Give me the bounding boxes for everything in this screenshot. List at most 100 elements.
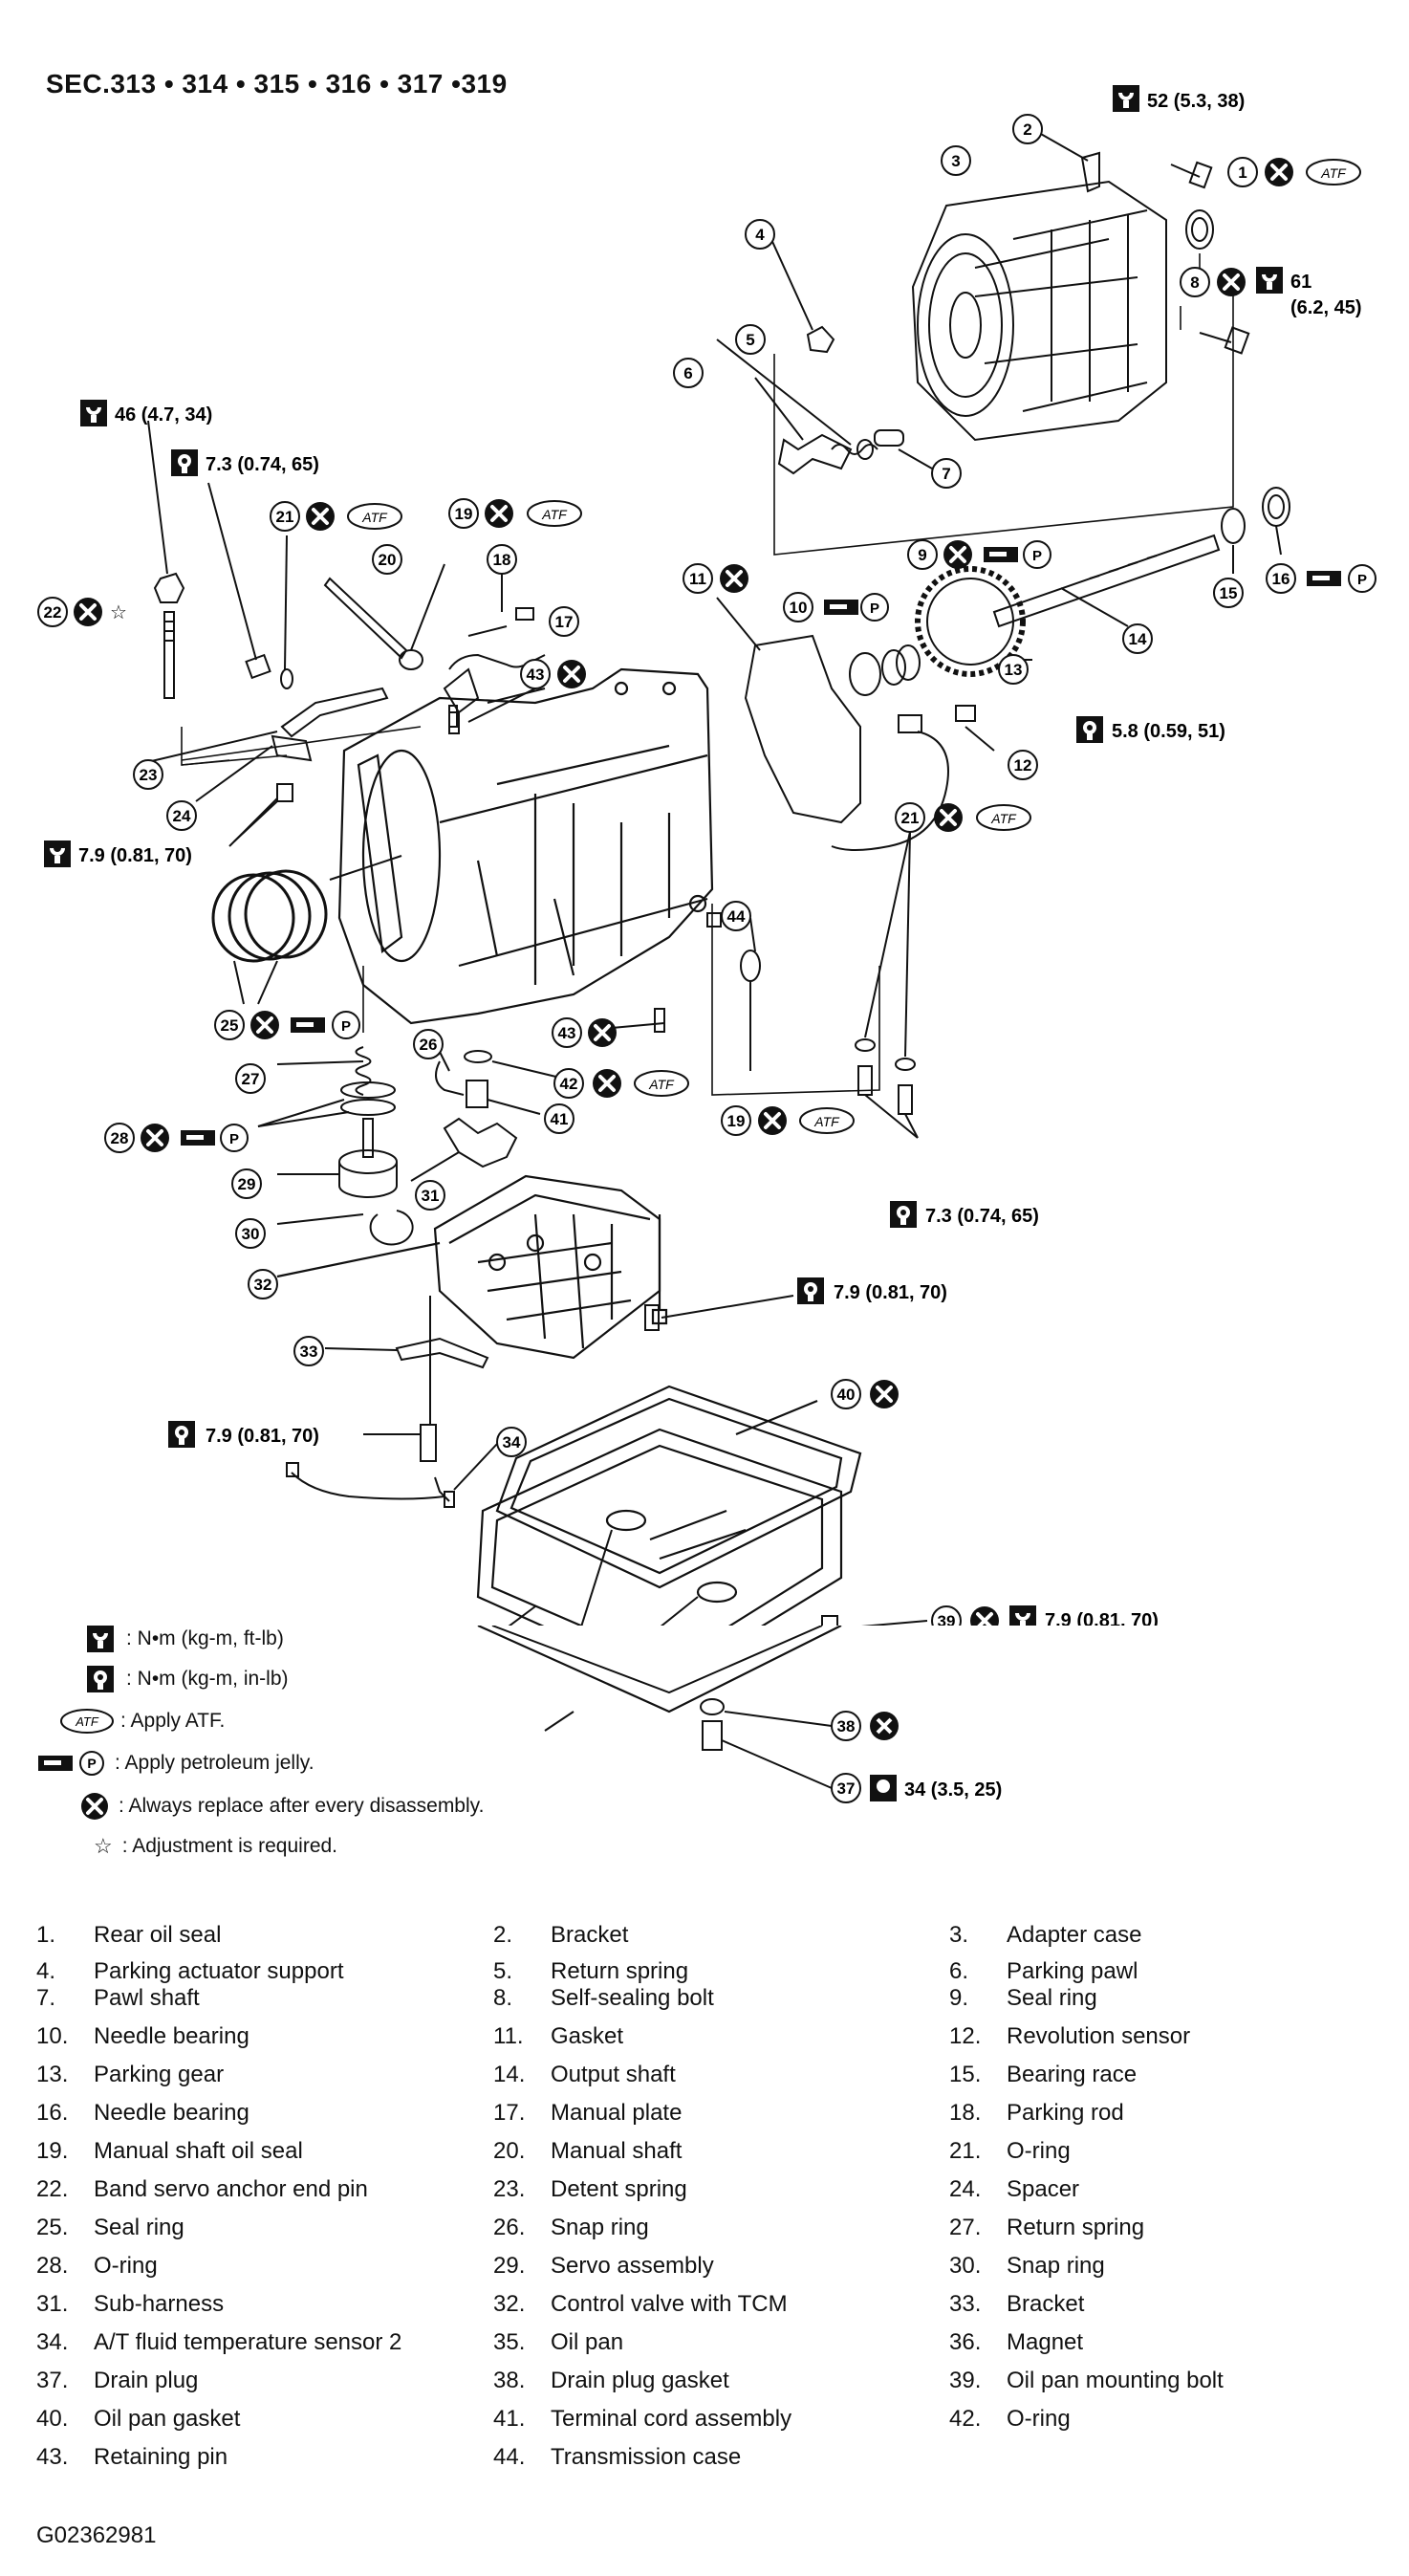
callout-4: 4 [745,219,775,250]
svg-text:P: P [1032,548,1042,564]
part-name: Oil pan [551,2329,624,2355]
svg-text:7.9 (0.81, 70): 7.9 (0.81, 70) [206,1426,319,1447]
svg-text:21: 21 [901,809,920,827]
manual-shaft-assembly [323,563,546,728]
callout-33: 33 [293,1336,324,1366]
legend-inlb-text: : N•m (kg-m, in-lb) [126,1668,289,1690]
part-name: O-ring [1007,2138,1071,2164]
part-34: 34.A/T fluid temperature sensor 2 [36,2329,401,2356]
part-name: Drain plug gasket [551,2368,729,2393]
svg-text:31: 31 [422,1187,440,1205]
svg-text:52 (5.3, 38): 52 (5.3, 38) [1147,91,1245,112]
legend-ftlb: : N•m (kg-m, ft-lb) [84,1626,284,1652]
part-27: 27.Return spring [949,2215,1144,2241]
bracket-33 [324,1296,489,1425]
part-44: 44.Transmission case [493,2444,741,2471]
lower-diagram: 38 37 34 (3.5, 25) [477,1626,1002,1803]
svg-text:21: 21 [276,508,294,526]
atf-badge-5: ATF [634,1070,689,1097]
part-name: Gasket [551,2023,624,2049]
part-31: 31.Sub-harness [36,2291,224,2318]
callout-12: 12 [1008,750,1038,780]
svg-text:28: 28 [111,1129,129,1147]
terminal-cord-assembly [434,1041,565,1115]
part-38: 38.Drain plug gasket [493,2368,729,2394]
part-number: 24. [949,2176,982,2202]
alignment-lines [181,253,1234,1096]
legend-inlb: : N•m (kg-m, in-lb) [84,1666,289,1692]
part-number: 6. [949,1958,969,1984]
part-number: 2. [493,1922,513,1948]
part-4: 4.Parking actuator support [36,1958,343,1985]
callout-27: 27 [235,1063,266,1094]
svg-text:☆: ☆ [110,602,127,623]
svg-text:61: 61 [1290,272,1311,293]
bolt-52 [1170,161,1213,189]
atf-badge-4: ATF [976,804,1031,831]
servo-stack [257,1046,414,1246]
svg-text:19: 19 [455,505,473,523]
part-number: 26. [493,2215,526,2240]
svg-text:24: 24 [173,807,191,825]
sub-harness [410,1117,518,1182]
torque-wrench-in-icon [87,1666,114,1692]
svg-text:43: 43 [527,666,545,684]
part-name: Needle bearing [94,2100,249,2126]
callout-34: 34 [496,1427,527,1457]
svg-text:23: 23 [140,766,158,784]
part-name: Self-sealing bolt [551,1985,714,2011]
callout-5: 5 [735,324,766,355]
svg-text:19: 19 [727,1112,746,1130]
part-39: 39.Oil pan mounting bolt [949,2368,1224,2394]
part-35: 35.Oil pan [493,2329,623,2356]
part-number: 11. [493,2023,524,2049]
part-name: Magnet [1007,2329,1084,2355]
svg-text:42: 42 [560,1075,578,1093]
callout-10: 10 [783,592,813,622]
transmission-case [337,667,714,1025]
callout-37: 37 [831,1773,861,1803]
part-number: 3. [949,1922,969,1948]
part-10: 10.Needle bearing [36,2023,249,2050]
svg-text:26: 26 [420,1036,438,1054]
svg-text:ATF: ATF [361,510,388,525]
part-30: 30.Snap ring [949,2253,1105,2280]
part-22: 22.Band servo anchor end pin [36,2176,368,2203]
part-number: 21. [949,2138,982,2164]
legend-replace-text: : Always replace after every disassembly… [119,1795,485,1817]
bolts-7-3-right [855,831,919,1139]
part-5: 5.Return spring [493,1958,688,1985]
part-name: O-ring [94,2253,158,2279]
svg-text:11: 11 [689,570,706,588]
svg-text:10: 10 [790,599,808,617]
part-name: Snap ring [1007,2253,1105,2279]
p-badge-1: P [860,593,889,622]
part-name: Revolution sensor [1007,2023,1191,2049]
svg-text:ATF: ATF [990,811,1017,826]
callout-40: 40 [831,1379,861,1409]
part-3: 3.Adapter case [949,1922,1141,1949]
drain-plug [821,1615,928,1626]
atf-badge-6: ATF [799,1107,855,1134]
callout-13: 13 [998,654,1029,685]
callout-29: 29 [231,1168,262,1199]
svg-text:17: 17 [555,613,574,631]
part-number: 4. [36,1958,56,1984]
svg-text:ATF: ATF [813,1114,840,1129]
torque-wrench-icon [87,1626,114,1652]
part-number: 15. [949,2062,982,2087]
part-23: 23.Detent spring [493,2176,687,2203]
part-25: 25.Seal ring [36,2215,184,2241]
part-number: 36. [949,2329,982,2355]
callout-19a: 19 [448,498,479,529]
misc-leaders [228,797,278,847]
part-number: 23. [493,2176,526,2202]
part-name: Rear oil seal [94,1922,222,1948]
callout-32: 32 [248,1269,278,1299]
callout-2: 2 [1012,114,1043,144]
callout-3: 3 [941,145,971,176]
part-33: 33.Bracket [949,2291,1084,2318]
callout-9: 9 [907,539,938,570]
callout-30: 30 [235,1218,266,1249]
part-8: 8.Self-sealing bolt [493,1985,714,2012]
